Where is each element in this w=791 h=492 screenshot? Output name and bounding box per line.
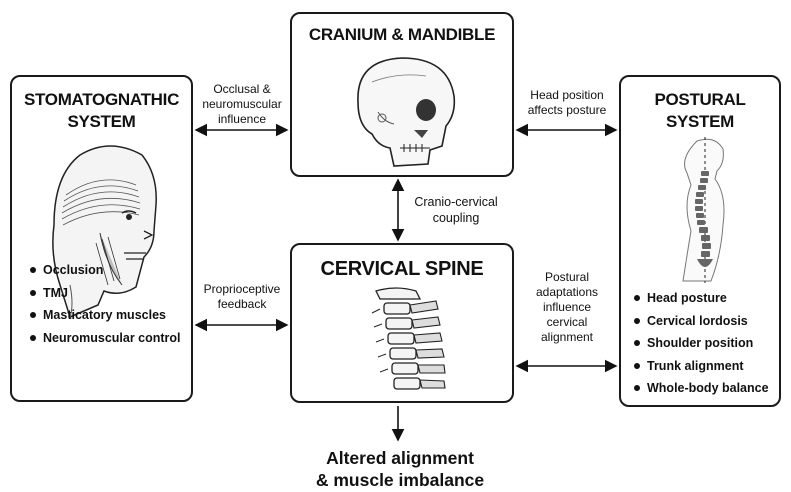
edge-label-occlusal-influence: Occlusal & neuromuscular influence bbox=[196, 82, 288, 127]
edge-label-head-position: Head position affects posture bbox=[514, 88, 620, 118]
edge-label-postural-adaptations: Postural adaptations influence cervical … bbox=[516, 270, 618, 345]
edge-label-proprioceptive: Proprioceptive feedback bbox=[194, 282, 290, 312]
outcome-text: Altered alignment & muscle imbalance bbox=[255, 447, 545, 491]
edge-label-cranio-cervical: Cranio-cervical coupling bbox=[404, 194, 508, 226]
